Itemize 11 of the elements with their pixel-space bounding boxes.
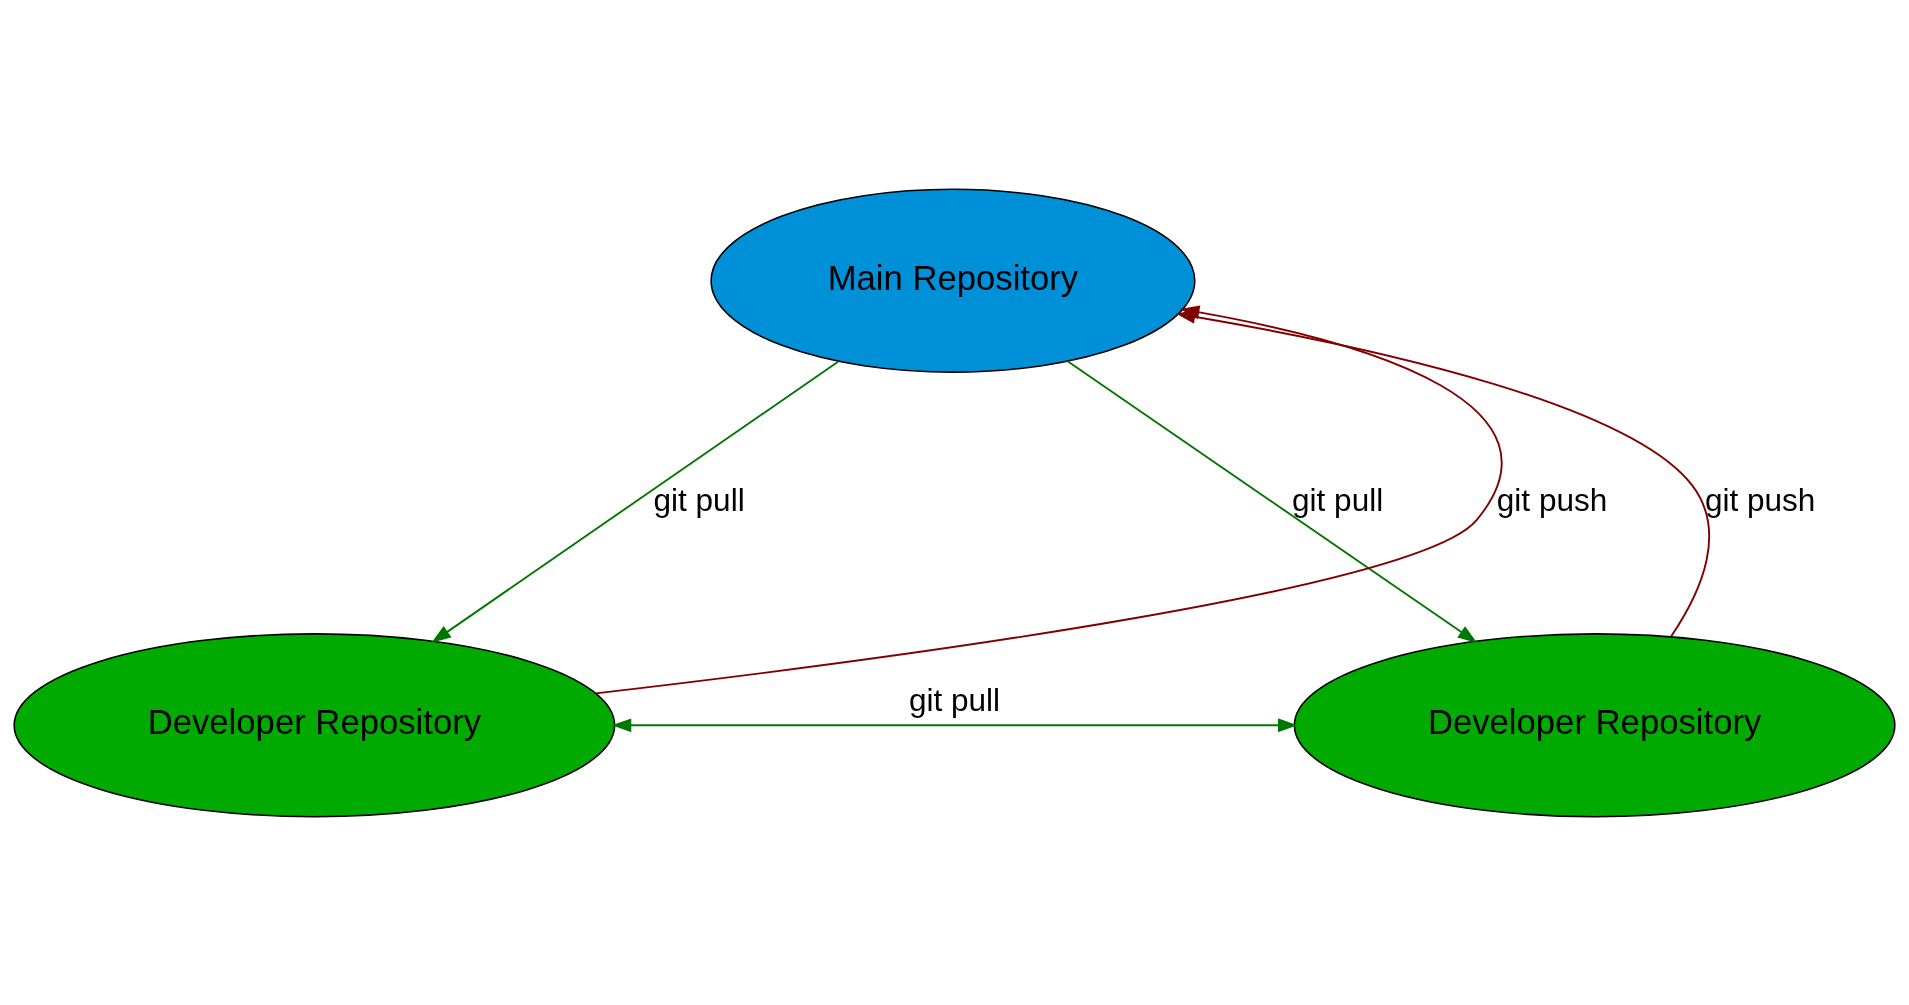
node-ellipse: Developer Repository bbox=[13, 632, 616, 817]
edge-label: git push bbox=[1704, 481, 1816, 518]
arrow bbox=[1066, 359, 1478, 643]
edge-label: git pull bbox=[908, 681, 1001, 718]
arrow bbox=[431, 360, 839, 643]
edge-label: git push bbox=[1496, 481, 1608, 518]
arrow bbox=[1175, 309, 1711, 637]
edge-label: git pull bbox=[1292, 481, 1384, 518]
edge-label: git pull bbox=[653, 481, 745, 518]
node-ellipse: Developer Repository bbox=[1293, 632, 1896, 817]
arrow bbox=[611, 717, 1298, 732]
